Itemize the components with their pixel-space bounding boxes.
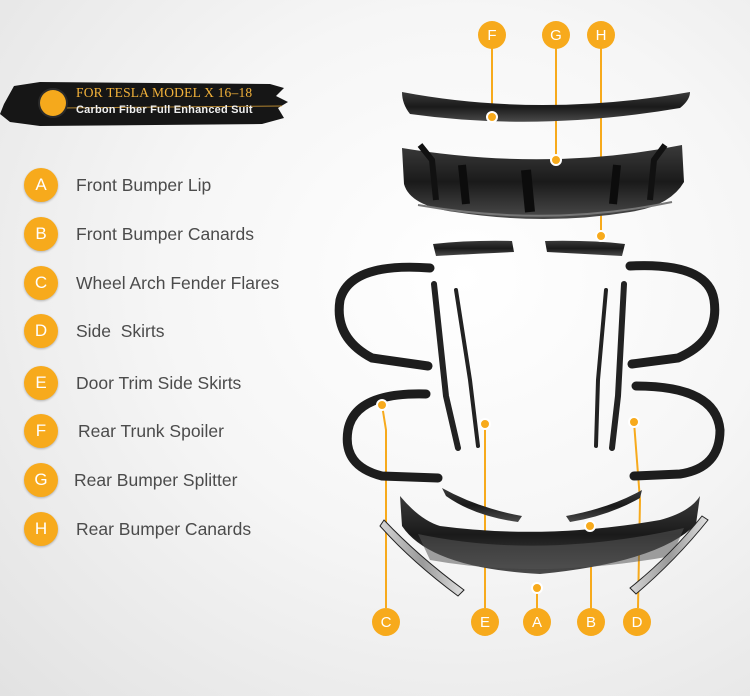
legend-item-h: H Rear Bumper Canards (24, 512, 251, 546)
legend-badge: F (24, 414, 58, 448)
legend-label: Rear Trunk Spoiler (78, 420, 224, 441)
callout-d: D (623, 608, 651, 636)
legend-item-c: C Wheel Arch Fender Flares (24, 266, 279, 300)
callout-a: A (523, 608, 551, 636)
legend-label: Rear Bumper Splitter (74, 469, 238, 490)
callout-f: F (478, 21, 506, 49)
legend-badge: G (24, 463, 58, 497)
leader-dots (376, 111, 640, 594)
rear-trunk-spoiler (402, 92, 690, 122)
side-skirt-right (629, 515, 709, 595)
legend-badge: E (24, 366, 58, 400)
side-skirt-left (379, 519, 465, 597)
banner-title: FOR TESLA MODEL X 16–18 (76, 85, 253, 100)
legend-badge: H (24, 512, 58, 546)
legend-label: Front Bumper Lip (76, 174, 212, 195)
callout-e: E (471, 608, 499, 636)
legend-label: Rear Bumper Canards (76, 518, 252, 539)
legend-badge: B (24, 217, 58, 251)
legend-item-f: F Rear Trunk Spoiler (24, 414, 224, 448)
legend-label: Door Trim Side Skirts (76, 372, 242, 393)
callout-b: B (577, 608, 605, 636)
legend-badge: A (24, 168, 58, 202)
callout-h: H (587, 21, 615, 49)
rear-canard-right (545, 240, 625, 256)
banner-dot (40, 90, 66, 116)
legend-item-d: D Side Skirts (24, 314, 165, 348)
legend-label: Front Bumper Canards (76, 223, 254, 244)
rear-canard-left (433, 240, 514, 256)
legend-label: Wheel Arch Fender Flares (76, 272, 280, 293)
legend-item-e: E Door Trim Side Skirts (24, 366, 241, 400)
legend-item-g: G Rear Bumper Splitter (24, 463, 237, 497)
legend-label: Side Skirts (76, 320, 165, 341)
legend-badge: D (24, 314, 58, 348)
callout-c: C (372, 608, 400, 636)
banner-subtitle: Carbon Fiber Full Enhanced Suit (76, 104, 253, 116)
title-banner (0, 78, 290, 130)
legend-badge: C (24, 266, 58, 300)
legend-item-a: A Front Bumper Lip (24, 168, 211, 202)
legend-item-b: B Front Bumper Canards (24, 217, 254, 251)
front-canard-left (442, 488, 522, 522)
front-canard-right (566, 490, 642, 522)
callout-g: G (542, 21, 570, 49)
door-trim-side-skirts (431, 281, 627, 451)
fender-flares (334, 261, 725, 483)
